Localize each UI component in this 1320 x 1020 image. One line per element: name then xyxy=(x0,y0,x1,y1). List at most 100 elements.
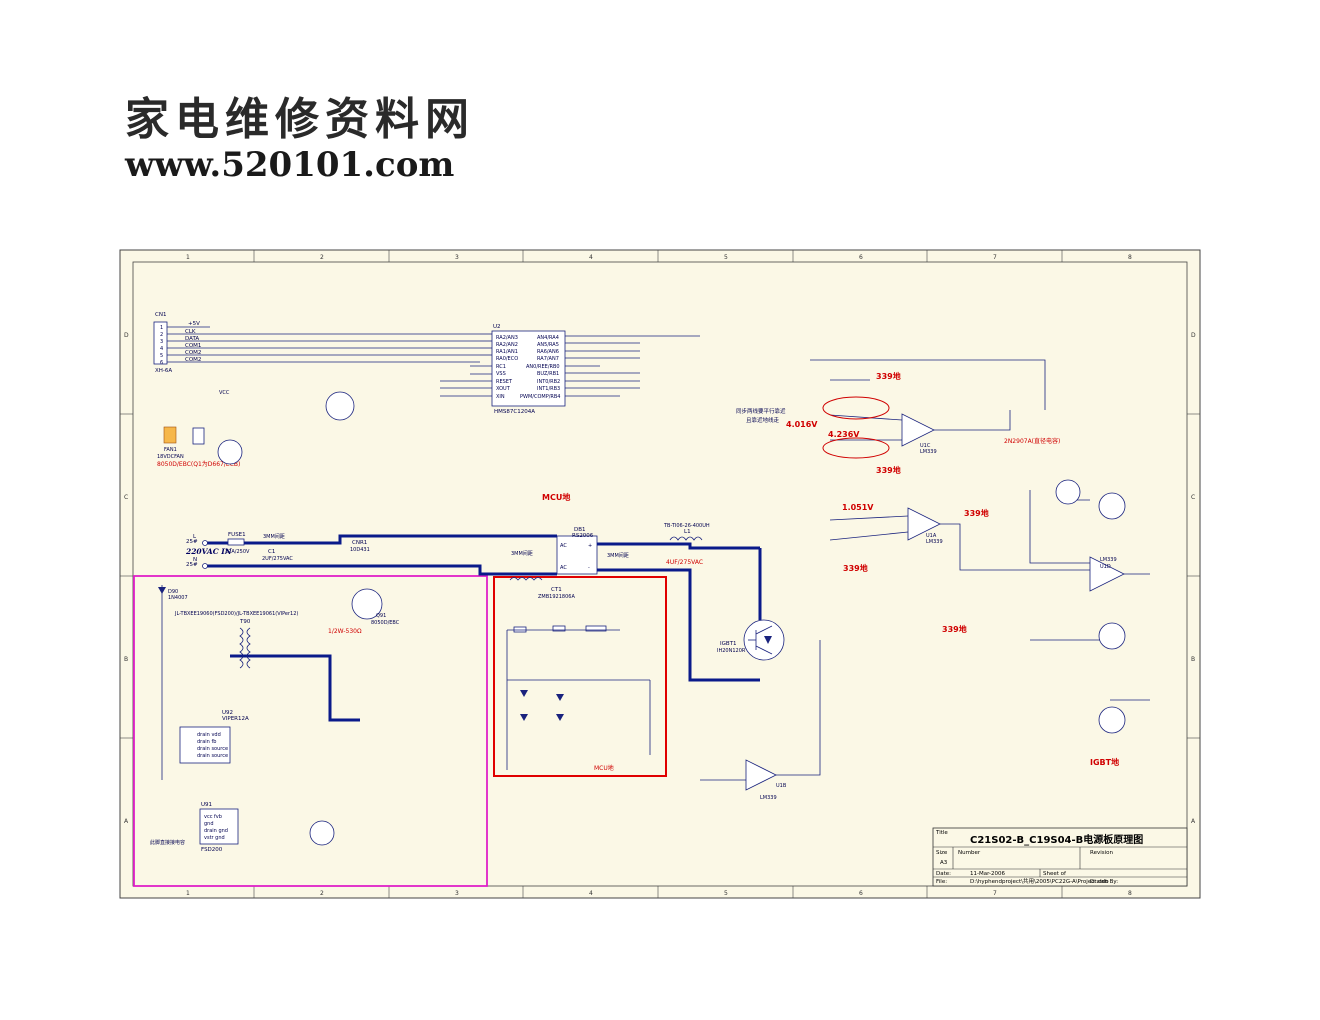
svg-text:AN5/RA5: AN5/RA5 xyxy=(537,342,559,348)
note-parallel-traces: 同步两线要平行靠近 xyxy=(736,407,786,415)
svg-text:Q91: Q91 xyxy=(376,613,386,619)
sheet-inner-frame xyxy=(132,261,1188,887)
u1c-ref: U1C xyxy=(920,443,931,449)
title-caption: Title xyxy=(935,830,948,836)
fan-label: 18VDCFAN xyxy=(157,454,184,460)
mcu-gnd-label-2: MCU地 xyxy=(594,764,614,772)
ac-input: LN 25#25# 220VAC IN FUSE1 12A/250V 3MM间距… xyxy=(185,532,629,569)
svg-text:N: N xyxy=(193,557,197,563)
db1-ref: DB1 xyxy=(574,527,586,533)
svg-text:XOUT: XOUT xyxy=(496,386,511,392)
db1-part: RS2006 xyxy=(572,533,594,539)
grid-row-b-left: B xyxy=(124,656,128,663)
u1b-comparator: U1B LM339 xyxy=(745,759,787,801)
grid-row-c-right: C xyxy=(1191,494,1195,501)
aux-power-highlight-box xyxy=(133,575,488,887)
svg-text:vcc fvb: vcc fvb xyxy=(204,814,222,820)
grid-column-ticks xyxy=(120,250,1200,898)
u91-part: FSD200 xyxy=(201,847,223,853)
revision-caption: Revision xyxy=(1090,850,1113,856)
grid-row-a-left: A xyxy=(124,818,129,825)
svg-text:RA2/AN2: RA2/AN2 xyxy=(496,342,518,348)
sheet-outer-frame xyxy=(119,249,1201,899)
u1c-comparator: U1C LM339 xyxy=(901,413,937,455)
drawn-by-caption: Drawn By: xyxy=(1090,879,1118,885)
u1b-ref: U1B xyxy=(776,783,787,789)
grid-col-2-bottom: 2 xyxy=(320,890,324,897)
cn1-pin-clk: CLK xyxy=(185,329,196,335)
grid-col-3: 3 xyxy=(455,254,459,261)
grid-col-5-bottom: 5 xyxy=(724,890,728,897)
schematic-title: C21S02-B_C19S04-B电源板原理图 xyxy=(970,833,1143,846)
fan-section: FAN1 18VDCFAN 8050D/EBC(Q1为D667/ECB) VCC xyxy=(157,390,243,468)
grid-col-8-bottom: 8 xyxy=(1128,890,1132,897)
note-near-ground: 且靠近地线走 xyxy=(746,416,780,424)
svg-text:FAN1: FAN1 xyxy=(164,447,177,453)
grid-col-6-bottom: 6 xyxy=(859,890,863,897)
cnr1-part: 10D431 xyxy=(350,547,370,553)
t90-ref: T90 xyxy=(239,619,251,625)
spacing-label-3: 3MM间距 xyxy=(607,552,629,559)
svg-text:RA6/AN6: RA6/AN6 xyxy=(537,349,559,355)
u1b-part: LM339 xyxy=(760,795,777,801)
grid-column-labels-top: 1 2 3 4 5 6 7 8 xyxy=(186,254,1132,261)
svg-text:1: 1 xyxy=(160,325,163,331)
l1-inductor: L1 TB-TI06-26-400UH 4UF/275VAC xyxy=(663,523,710,566)
c1-ref: C1 xyxy=(268,549,275,555)
svg-text:INT1/RB3: INT1/RB3 xyxy=(537,386,560,392)
date-value: 11-Mar-2006 xyxy=(970,871,1005,877)
svg-text:8050D/EBC: 8050D/EBC xyxy=(371,620,400,626)
u2-part: HMS87C1204A xyxy=(494,409,535,415)
u1a-ref: U1A xyxy=(926,533,937,539)
spacing-label-1: 3MM间距 xyxy=(263,533,285,540)
svg-text:drain source: drain source xyxy=(197,753,228,759)
svg-text:-: - xyxy=(588,565,590,571)
c2-value: 4UF/275VAC xyxy=(666,559,703,566)
u2-mcu: U2 HMS87C1204A RA2/AN3 RA2/AN2 RA1/AN1 R… xyxy=(440,324,700,415)
cnr1-ref: CNR1 xyxy=(352,540,367,546)
u1d-comparator: U1D LM339 xyxy=(1089,556,1125,592)
sheet-caption: Sheet of xyxy=(1043,871,1067,877)
mcu-gnd-label-1: MCU地 xyxy=(542,492,570,502)
svg-text:AN4/RA4: AN4/RA4 xyxy=(537,335,559,341)
svg-text:RA7/AN7: RA7/AN7 xyxy=(537,356,559,362)
watermark-logo: 家电维修资料网 www.520101.com xyxy=(125,95,475,186)
ct1-ref: CT1 xyxy=(551,587,562,593)
grid-row-c-left: C xyxy=(124,494,128,501)
svg-text:RA0/ECO: RA0/ECO xyxy=(496,356,518,362)
svg-text:VCC: VCC xyxy=(219,390,230,396)
file-value: D:\hyphendproject\共用\2005\PC22G-A\Projec… xyxy=(970,877,1109,885)
size-caption: Size xyxy=(936,850,948,856)
svg-text:L: L xyxy=(193,534,197,540)
gnd339-label-1: 339地 xyxy=(876,371,901,381)
svg-text:drain gnd: drain gnd xyxy=(204,828,228,834)
grid-col-7-bottom: 7 xyxy=(993,890,997,897)
ct1-part: ZMB1921806A xyxy=(538,594,575,600)
svg-text:25#: 25# xyxy=(186,539,198,545)
svg-text:1/2W-530Ω: 1/2W-530Ω xyxy=(328,628,362,635)
igbt-ref: IGBT1 xyxy=(720,641,737,647)
u92-part: VIPER12A xyxy=(222,716,249,722)
u1a-comparator: U1A LM339 xyxy=(907,507,943,545)
u92-ref: U92 xyxy=(222,710,233,716)
number-caption: Number xyxy=(958,850,981,856)
svg-text:drain vdd: drain vdd xyxy=(197,732,221,738)
svg-text:4: 4 xyxy=(160,346,163,352)
svg-text:6: 6 xyxy=(160,360,163,366)
grid-row-d-right: D xyxy=(1191,332,1196,339)
cn1-connector: CN1 XH-6A 12 34 56 +5V CLK DATA COM1 COM… xyxy=(153,312,480,374)
power-traces xyxy=(205,534,762,722)
spacing-label-2: 3MM间距 xyxy=(511,550,533,557)
d11-note: 2N2907A(直径电容) xyxy=(1004,437,1060,445)
svg-text:BUZ/RB1: BUZ/RB1 xyxy=(537,371,559,377)
c1-part: 2UF/275VAC xyxy=(262,556,293,562)
u1d-part: LM339 xyxy=(1100,557,1117,563)
grid-col-6: 6 xyxy=(859,254,863,261)
u1a-part: LM339 xyxy=(926,539,943,545)
svg-text:drain fb: drain fb xyxy=(197,739,216,745)
grid-col-2: 2 xyxy=(320,254,324,261)
svg-text:drain source: drain source xyxy=(197,746,228,752)
svg-text:RESET: RESET xyxy=(496,379,513,385)
